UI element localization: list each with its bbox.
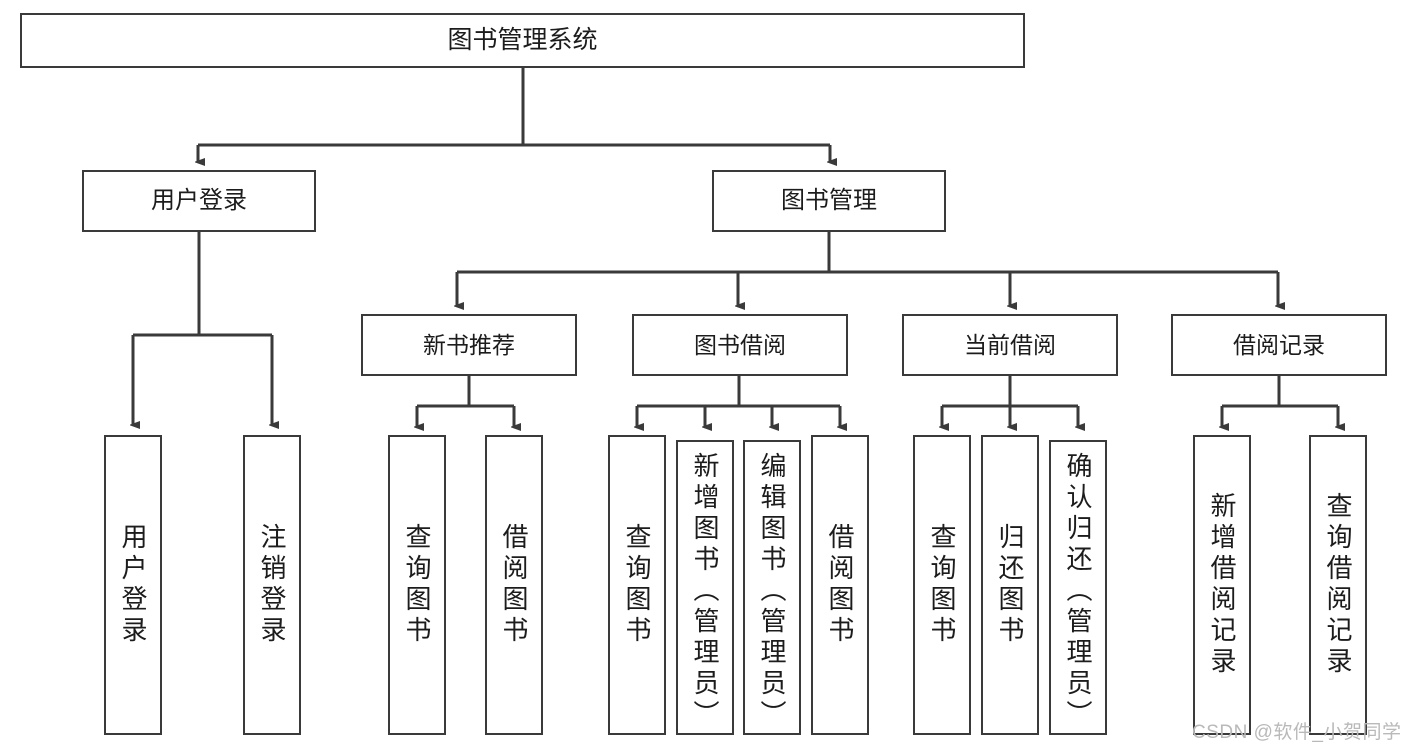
- node-label: 图书管理系统: [447, 26, 598, 54]
- node-label: 注销登录: [257, 523, 287, 647]
- node-new-book-recommend[interactable]: 新书推荐: [361, 314, 577, 376]
- leaf-add-book[interactable]: 新增图书（管理员）: [676, 440, 734, 735]
- node-label: 新增图书（管理员）: [690, 452, 720, 731]
- leaf-query-book-1[interactable]: 查询图书: [388, 435, 446, 735]
- node-book-borrow[interactable]: 图书借阅: [632, 314, 848, 376]
- node-label: 图书借阅: [694, 331, 786, 358]
- csdn-watermark: CSDN @软件_小贺同学: [1192, 722, 1402, 743]
- node-label: 用户登录: [118, 523, 148, 647]
- leaf-borrow-book-2[interactable]: 借阅图书: [811, 435, 869, 735]
- node-label: 图书管理: [781, 187, 877, 214]
- node-book-management[interactable]: 图书管理: [712, 170, 946, 232]
- node-label: 确认归还（管理员）: [1063, 452, 1093, 731]
- node-label: 编辑图书（管理员）: [757, 452, 787, 731]
- leaf-logout-login[interactable]: 注销登录: [243, 435, 301, 735]
- node-borrow-record[interactable]: 借阅记录: [1171, 314, 1387, 376]
- node-current-borrow[interactable]: 当前借阅: [902, 314, 1118, 376]
- leaf-borrow-book-1[interactable]: 借阅图书: [485, 435, 543, 735]
- leaf-return-book[interactable]: 归还图书: [981, 435, 1039, 735]
- node-label: 归还图书: [995, 523, 1025, 647]
- leaf-query-borrow-record[interactable]: 查询借阅记录: [1309, 435, 1367, 735]
- node-label: 查询图书: [927, 523, 957, 647]
- node-label: 当前借阅: [964, 331, 1056, 358]
- leaf-query-book-3[interactable]: 查询图书: [913, 435, 971, 735]
- leaf-query-book-2[interactable]: 查询图书: [608, 435, 666, 735]
- node-label: 查询图书: [622, 523, 652, 647]
- leaf-add-borrow-record[interactable]: 新增借阅记录: [1193, 435, 1251, 735]
- node-label: 新增借阅记录: [1207, 492, 1237, 678]
- node-label: 借阅记录: [1233, 331, 1325, 358]
- leaf-edit-book[interactable]: 编辑图书（管理员）: [743, 440, 801, 735]
- leaf-confirm-return[interactable]: 确认归还（管理员）: [1049, 440, 1107, 735]
- node-label: 查询借阅记录: [1323, 492, 1353, 678]
- node-user-login[interactable]: 用户登录: [82, 170, 316, 232]
- leaf-user-login[interactable]: 用户登录: [104, 435, 162, 735]
- node-label: 借阅图书: [499, 523, 529, 647]
- node-label: 新书推荐: [423, 331, 515, 358]
- node-label: 借阅图书: [825, 523, 855, 647]
- node-label: 查询图书: [402, 523, 432, 647]
- node-root-book-management-system[interactable]: 图书管理系统: [20, 13, 1025, 68]
- node-label: 用户登录: [151, 187, 247, 214]
